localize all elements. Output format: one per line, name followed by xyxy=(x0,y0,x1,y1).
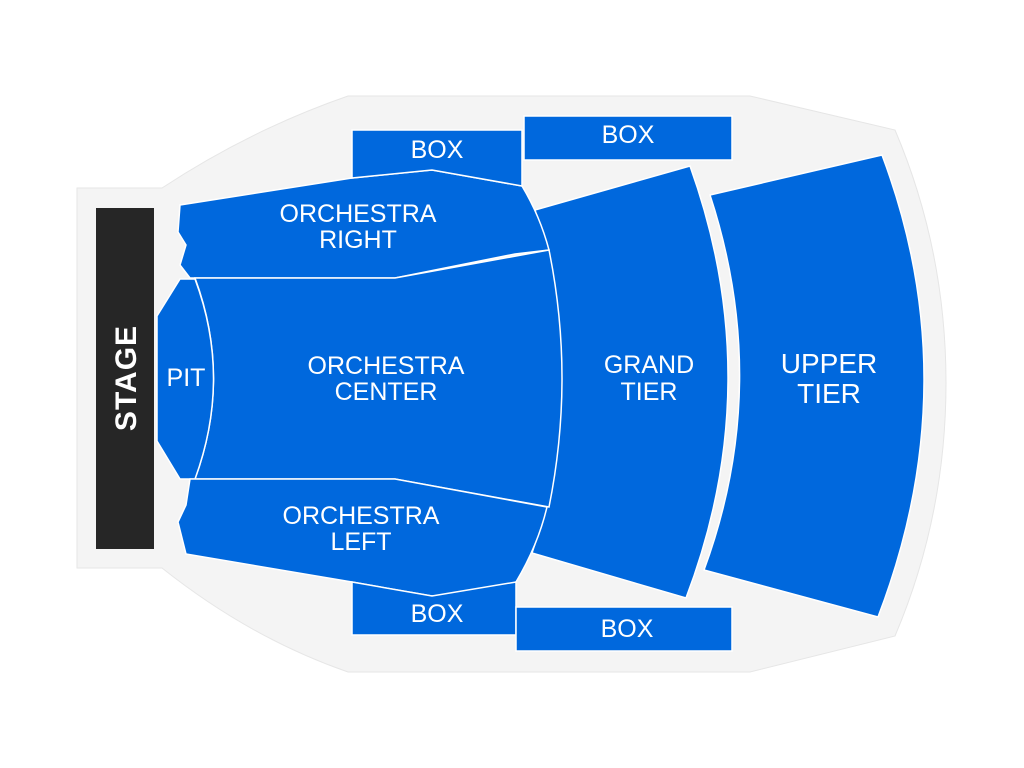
section-box-top-right[interactable] xyxy=(523,115,733,161)
section-box-top-left[interactable] xyxy=(351,129,523,187)
section-orchestra-center[interactable] xyxy=(193,249,563,508)
stage xyxy=(96,208,154,549)
section-box-bottom-right[interactable] xyxy=(515,606,733,652)
section-orchestra-left[interactable] xyxy=(177,478,548,597)
section-pit[interactable] xyxy=(156,278,215,480)
section-upper-tier[interactable] xyxy=(703,154,925,618)
